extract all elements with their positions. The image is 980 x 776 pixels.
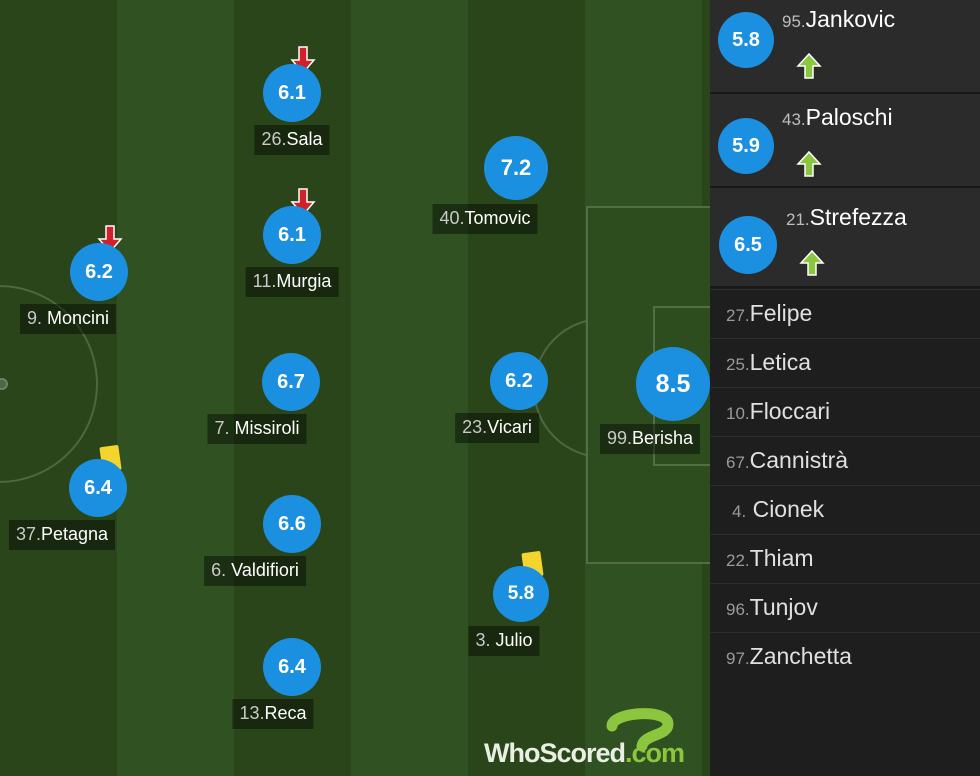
- player-label: 37.Petagna: [8, 520, 116, 550]
- bench-row-felipe[interactable]: 27.Felipe: [710, 289, 980, 338]
- rating-badge: 5.9: [718, 118, 774, 174]
- question-mark-logo-icon: [606, 708, 674, 752]
- sub-name: 43.Paloschi: [782, 104, 893, 130]
- bench-row-letica[interactable]: 25.Letica: [710, 338, 980, 387]
- whoscored-logo: WhoScored.com: [484, 706, 704, 772]
- bench-row-zanchetta[interactable]: 97.Zanchetta: [710, 632, 980, 681]
- player-label: 23.Vicari: [455, 413, 539, 443]
- player-label: 11.Murgia: [245, 267, 339, 297]
- sub-row-strefezza[interactable]: 6.5 21.Strefezza: [710, 188, 980, 288]
- logo-text: WhoScored.com: [484, 738, 685, 768]
- sub-name: 95.Jankovic: [782, 6, 896, 32]
- player-label: 3. Julio: [468, 626, 540, 656]
- bench-row-tunjov[interactable]: 96.Tunjov: [710, 583, 980, 632]
- sub-row-jankovic[interactable]: 5.8 95.Jankovic: [710, 0, 980, 94]
- center-spot: [0, 378, 8, 390]
- rating-badge: 6.6: [263, 495, 321, 553]
- bench-row-cionek[interactable]: 4. Cionek: [710, 485, 980, 534]
- rating-badge: 6.1: [263, 206, 321, 264]
- rating-badge: 6.7: [262, 353, 320, 411]
- player-label: 7. Missiroli: [207, 414, 307, 444]
- rating-badge: 6.4: [263, 638, 321, 696]
- rating-badge: 6.2: [490, 352, 548, 410]
- substitutes-panel: 5.8 95.Jankovic 5.9 43.Paloschi 6.5 21.S…: [710, 0, 980, 776]
- bench-row-floccari[interactable]: 10.Floccari: [710, 387, 980, 436]
- rating-badge: 5.8: [493, 566, 549, 622]
- bench-row-thiam[interactable]: 22.Thiam: [710, 534, 980, 583]
- rating-badge: 6.4: [69, 459, 127, 517]
- rating-badge: 6.1: [263, 64, 321, 122]
- player-label: 13.Reca: [232, 699, 314, 729]
- sub-name: 21.Strefezza: [786, 204, 907, 230]
- rating-badge: 7.2: [484, 136, 548, 200]
- player-label: 40.Tomovic: [432, 204, 538, 234]
- bench-row-cannistra[interactable]: 67.Cannistrà: [710, 436, 980, 485]
- player-label: 9. Moncini: [19, 304, 117, 334]
- rating-badge: 8.5: [636, 347, 710, 421]
- rating-badge: 6.5: [719, 216, 777, 274]
- up-arrow-icon: [796, 52, 822, 79]
- up-arrow-icon: [799, 249, 825, 276]
- up-arrow-icon: [796, 150, 822, 177]
- player-label: 6. Valdifiori: [204, 556, 306, 586]
- sub-row-paloschi[interactable]: 5.9 43.Paloschi: [710, 94, 980, 188]
- rating-badge: 6.2: [70, 243, 128, 301]
- pitch: 6.1 26.Sala 6.1 11.Murgia 6.2 9. Moncini…: [0, 0, 710, 776]
- player-label: 99.Berisha: [599, 424, 701, 454]
- player-label: 26.Sala: [254, 125, 330, 155]
- rating-badge: 5.8: [718, 12, 774, 68]
